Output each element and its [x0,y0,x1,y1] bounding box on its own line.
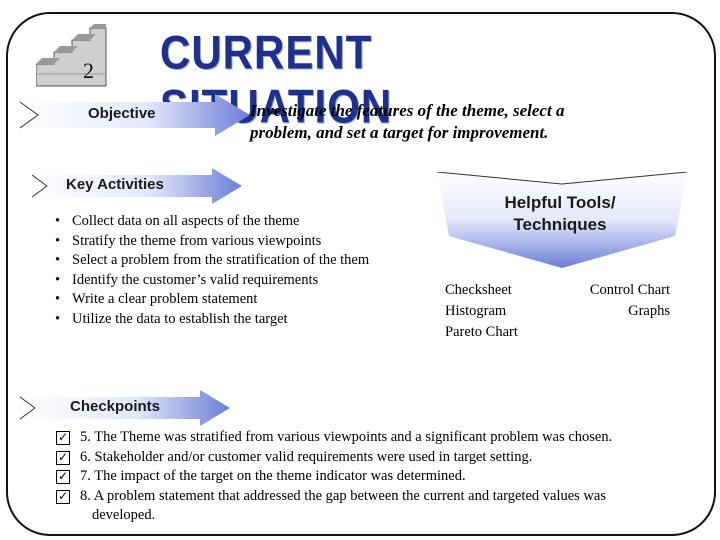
key-activities-list: •Collect data on all aspects of the them… [52,212,422,329]
list-item: •Stratify the theme from various viewpoi… [52,232,422,252]
staircase-icon [36,24,107,87]
bullet-icon: • [55,213,61,229]
list-item: ✓5. The Theme was stratified from variou… [56,429,613,445]
tools-arrow-shape [437,172,687,268]
checkpoints-banner: Checkpoints [20,390,230,426]
list-item: •Utilize the data to establish the targe… [52,310,422,330]
checkpoint-8-continuation: developed. [92,507,156,523]
bullet-icon: • [55,252,61,268]
list-item: •Collect data on all aspects of the them… [52,212,422,232]
checkbox-checked-icon: ✓ [56,449,70,465]
checkbox-checked-icon: ✓ [56,430,70,445]
list-item: •Identify the customer’s valid requireme… [52,271,422,291]
step-number: 2 [83,58,94,83]
bullet-icon: • [55,271,61,288]
checkbox-checked-icon: ✓ [56,469,70,484]
objective-line-2: problem, and set a target for improvemen… [250,123,549,142]
objective-arrow-shape [20,94,250,136]
objective-label: Objective [88,105,156,122]
list-item: ✓6. Stakeholder and/or customer valid re… [56,448,533,465]
page-title: CURRENT SITUATION [160,26,393,133]
tool-checksheet: Checksheet [445,282,512,298]
bullet-icon: • [55,232,61,249]
checkpoints-label: Checkpoints [70,398,161,415]
tool-graphs: Graphs [628,303,670,319]
key-activities-arrow-shape [32,168,242,204]
tools-heading: Helpful Tools/ Techniques [504,193,616,234]
checkpoints-list: ✓5. The Theme was stratified from variou… [56,428,686,526]
key-activities-label: Key Activities [66,176,164,193]
tool-control-chart: Control Chart [589,282,670,298]
list-item: ✓8. A problem statement that addressed t… [56,487,686,526]
list-item: •Select a problem from the stratificatio… [52,251,422,271]
objective-text: Investigate the features of the theme, s… [250,100,700,144]
bullet-icon: • [55,291,61,307]
checkpoints-arrow-shape [20,390,230,426]
objective-line-1: Investigate the features of the theme, s… [250,101,565,120]
slide-frame [6,12,716,536]
key-activities-banner: Key Activities [32,168,242,204]
objective-banner: Objective [20,94,250,136]
checkbox-checked-icon: ✓ [56,488,70,504]
bullet-icon: • [55,310,61,327]
tool-pareto-chart: Pareto Chart [445,324,518,340]
tool-histogram: Histogram [445,303,507,319]
list-item: ✓7. The impact of the target on the them… [56,468,466,484]
list-item: •Write a clear problem statement [52,290,422,310]
